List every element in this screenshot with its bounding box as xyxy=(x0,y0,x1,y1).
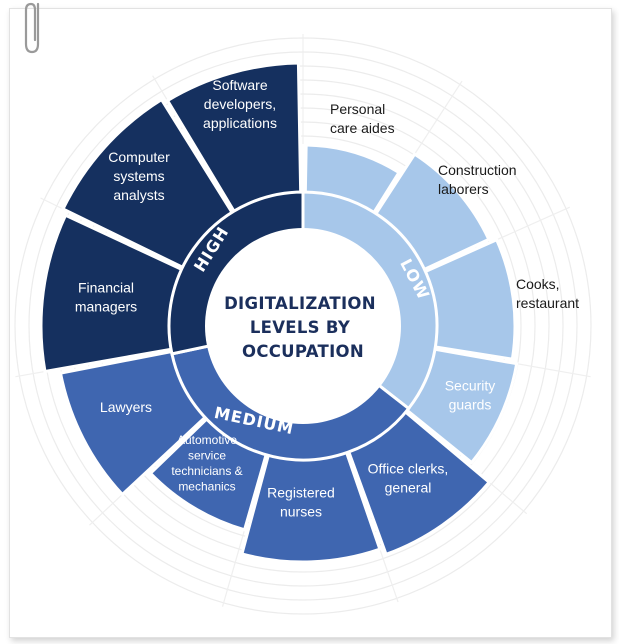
occupation-label: Financial managers xyxy=(75,280,137,315)
occupation-label: Construction laborers xyxy=(438,162,517,197)
occupation-label-line: developers, xyxy=(204,96,276,112)
occupation-label: Office clerks, general xyxy=(368,461,449,496)
occupation-label: Cooks, restaurant xyxy=(516,276,579,311)
occupation-label-line: technicians & xyxy=(171,464,242,478)
occupation-label-line: Cooks, xyxy=(516,276,560,292)
occupation-label-line: service xyxy=(188,448,226,462)
occupation-label: Software developers, applications xyxy=(203,77,277,131)
occupation-label-line: mechanics xyxy=(178,479,235,493)
occupation-label-line: Computer xyxy=(108,149,170,165)
occupation-label-line: Lawyers xyxy=(100,399,152,415)
center-title-line-1: DIGITALIZATION xyxy=(224,294,376,313)
occupation-label-line: systems xyxy=(113,168,164,184)
occupation-label: Lawyers xyxy=(100,399,152,415)
occupation-label: Registered nurses xyxy=(267,485,335,520)
occupation-label-line: restaurant xyxy=(516,295,579,311)
occupation-label-line: analysts xyxy=(113,187,164,203)
occupation-label-line: guards xyxy=(449,397,492,413)
center-title-line-3: OCCUPATION xyxy=(242,342,364,361)
occupation-label-line: Security xyxy=(445,378,496,394)
occupation-label-line: Office clerks, xyxy=(368,461,449,477)
occupation-label-line: Personal xyxy=(330,101,385,117)
occupation-label-line: Financial xyxy=(78,280,134,296)
occupation-label-line: Construction xyxy=(438,162,517,178)
occupation-label-line: general xyxy=(385,480,432,496)
occupation-label: Security guards xyxy=(445,378,496,413)
occupation-label-line: Automotive xyxy=(177,433,237,447)
paperclip-icon xyxy=(24,2,40,54)
occupation-label-line: managers xyxy=(75,299,137,315)
occupation-label: Computer systems analysts xyxy=(108,149,170,203)
occupation-label-line: care aides xyxy=(330,120,395,136)
occupation-label-line: laborers xyxy=(438,181,489,197)
occupation-label: Personal care aides xyxy=(330,101,395,136)
center-circle xyxy=(205,228,401,424)
occupation-label-line: Registered xyxy=(267,485,335,501)
occupation-label-line: applications xyxy=(203,115,277,131)
center-title: DIGITALIZATION LEVELS BY OCCUPATION xyxy=(224,294,382,361)
occupation-label-line: nurses xyxy=(280,504,322,520)
occupation-label-line: Software xyxy=(212,77,267,93)
center-title-line-2: LEVELS BY xyxy=(250,318,351,337)
